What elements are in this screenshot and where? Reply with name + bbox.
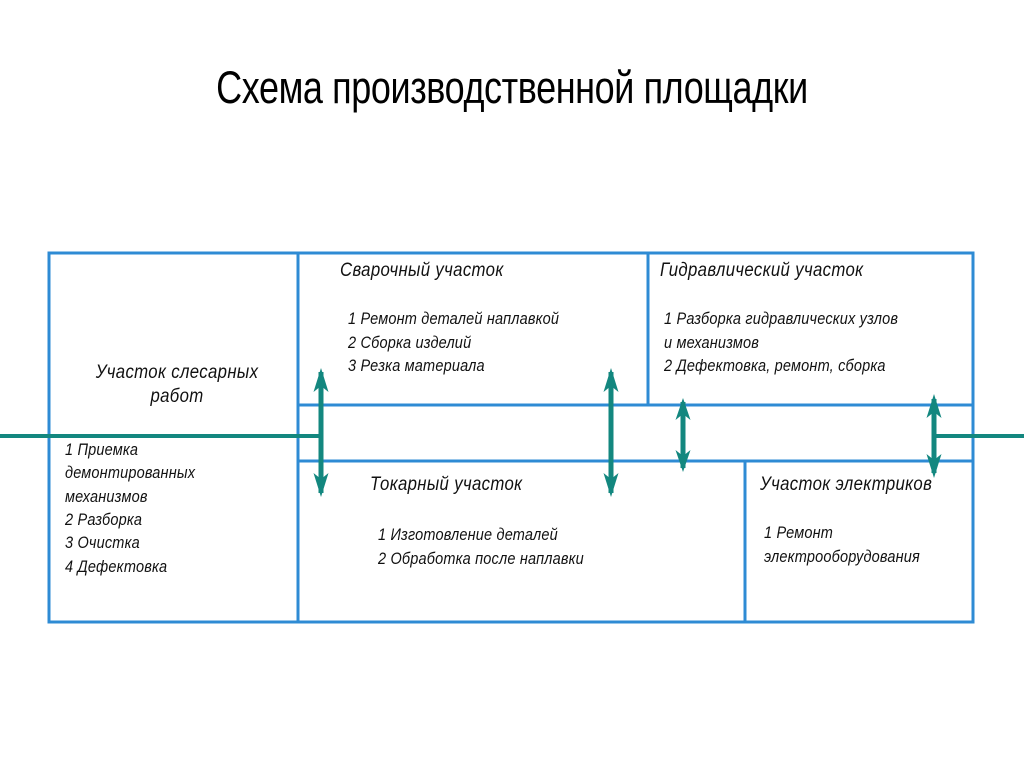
list-item: 2 Обработка после наплавки — [378, 549, 584, 568]
section-electric-list: 1 Ремонт электрооборудования — [764, 522, 970, 569]
page-title: Схема производственной площадки — [216, 62, 808, 113]
section-electric: Участок электриков 1 Ремонт электрообору… — [760, 472, 970, 569]
list-item: 1 Приемка — [65, 440, 139, 459]
list-item: 1 Ремонт деталей наплавкой — [348, 310, 560, 329]
section-welding-list: 1 Ремонт деталей наплавкой 2 Сборка изде… — [348, 308, 640, 378]
list-item: демонтированных — [65, 464, 196, 483]
section-turning-heading: Токарный участок — [370, 473, 523, 495]
section-hydraulic-list: 1 Разборка гидравлических узлов и механи… — [664, 308, 965, 378]
section-locksmith-heading: Участок слесарных — [95, 361, 259, 383]
section-locksmith: Участок слесарных работ 1 Приемка демонт… — [58, 360, 296, 579]
connector-arrows — [313, 368, 942, 497]
list-item: и механизмов — [664, 333, 760, 352]
list-item: механизмов — [65, 487, 148, 506]
section-hydraulic-heading: Гидравлический участок — [660, 259, 864, 281]
section-electric-heading: Участок электриков — [760, 473, 933, 495]
list-item: 2 Дефектовка, ремонт, сборка — [664, 357, 886, 376]
list-item: 1 Ремонт — [764, 524, 834, 543]
list-item: электрооборудования — [764, 547, 920, 566]
list-item: 4 Дефектовка — [65, 557, 168, 576]
arrow-hydraulic-electric — [926, 394, 942, 478]
arrow-welding-turning-right — [603, 368, 619, 497]
section-welding-heading: Сварочный участок — [340, 259, 504, 281]
arrow-welding-turning — [313, 368, 329, 497]
section-turning-list: 1 Изготовление деталей 2 Обработка после… — [378, 524, 700, 571]
section-locksmith-list: 1 Приемка демонтированных механизмов 2 Р… — [65, 439, 296, 580]
list-item: 1 Изготовление деталей — [378, 526, 558, 545]
list-item: 2 Разборка — [65, 511, 143, 530]
arrow-hydraulic-turning — [675, 398, 691, 472]
list-item: 2 Сборка изделий — [348, 333, 472, 352]
section-hydraulic: Гидравлический участок 1 Разборка гидрав… — [660, 258, 965, 379]
list-item: 3 Резка материала — [348, 357, 485, 376]
list-item: 3 Очистка — [65, 534, 140, 553]
section-locksmith-heading-line2: работ — [150, 385, 204, 408]
list-item: 1 Разборка гидравлических узлов — [664, 310, 899, 329]
section-welding: Сварочный участок 1 Ремонт деталей напла… — [340, 258, 640, 379]
section-turning: Токарный участок 1 Изготовление деталей … — [370, 472, 700, 571]
